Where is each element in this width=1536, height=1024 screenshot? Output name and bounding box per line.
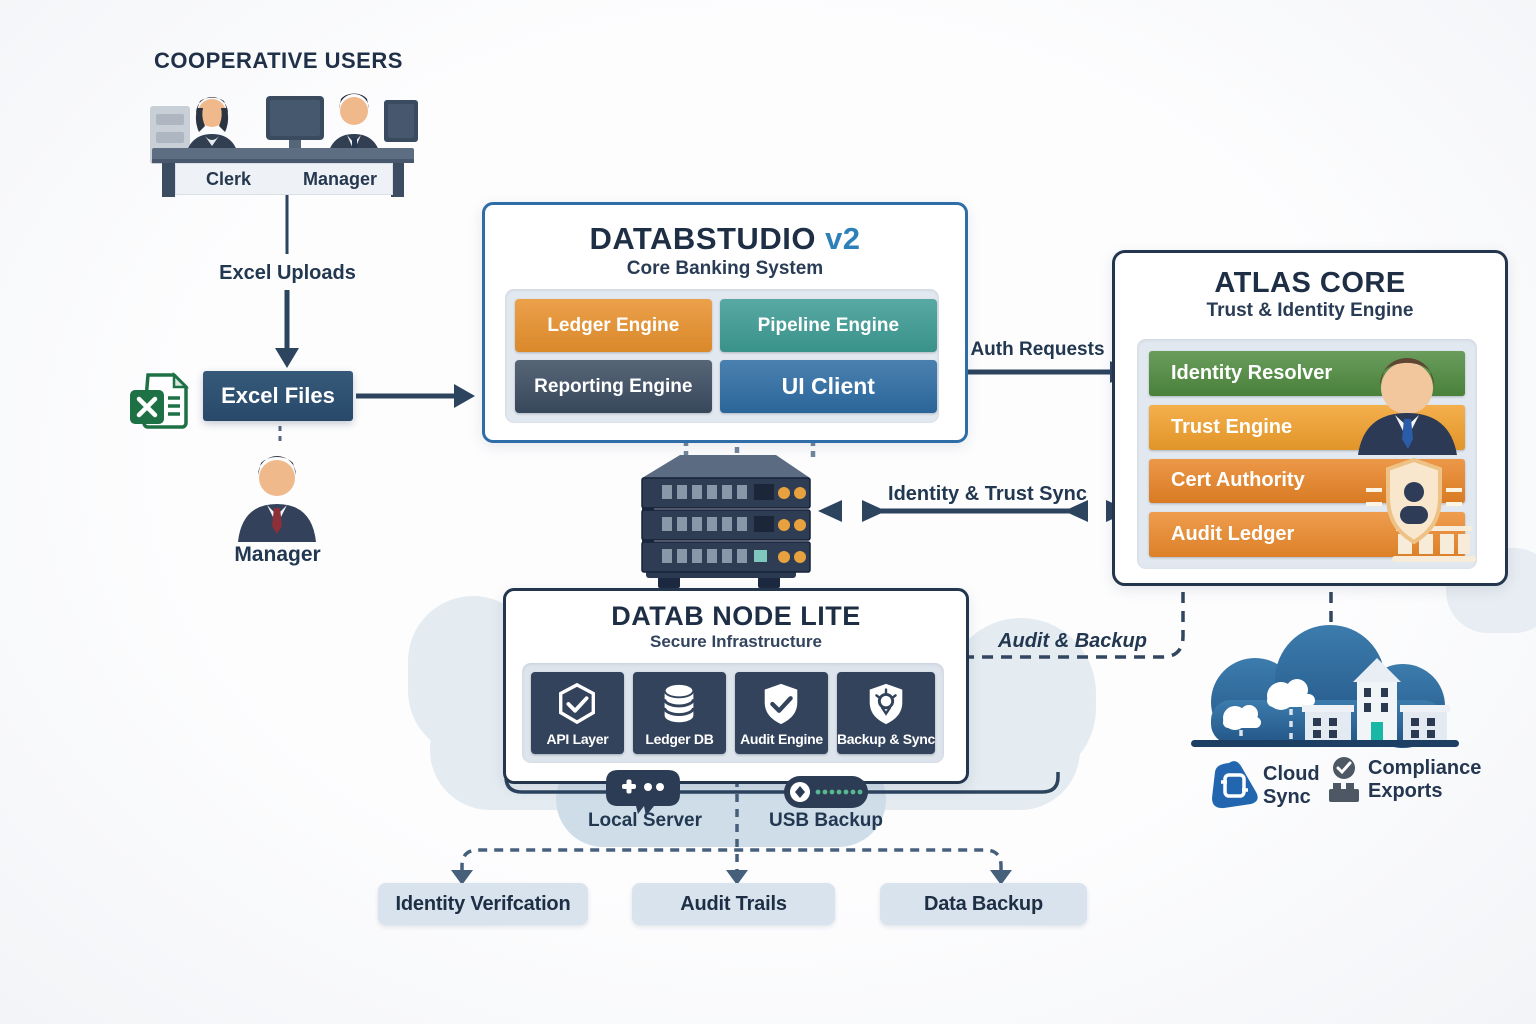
node-module-label: API Layer [546,731,609,747]
role-clerk-label: Clerk [206,168,252,189]
output-data-backup: Data Backup [880,883,1087,925]
role-manager-label: Manager [303,168,378,189]
datab-node-lite-box: DATAB NODE LITE Secure Infrastructure AP… [503,588,969,784]
excel-files-label: Excel Files [221,383,335,408]
shield-check-icon [765,683,798,725]
databstudio-subtitle: Core Banking System [626,258,824,279]
databstudio-title: DATABSTUDIO v2 [485,221,965,257]
connector-audit-backup [962,592,1185,659]
output-label: Identity Verifcation [395,892,571,915]
compliance-line1: Compliance [1368,757,1482,779]
databstudio-title-text: DATABSTUDIO [589,221,816,256]
node-module-label: Audit Engine [740,731,823,747]
manager-label: Manager [234,543,321,566]
usb-backup-icon [784,776,868,808]
shield-sync-icon [869,683,903,725]
desk-scene-illustration [150,93,418,197]
audit-backup-label: Audit & Backup [998,630,1147,652]
excel-uploads-label: Excel Uploads [219,262,356,284]
manager-figure [238,456,316,542]
desk-name-panel: Clerk Manager [175,163,393,195]
identity-trust-sync-label: Identity & Trust Sync [888,483,1087,505]
ledger-building-icon [1392,526,1476,562]
module-pipeline-engine: Pipeline Engine [719,299,937,352]
output-label: Audit Trails [680,892,787,915]
node-module-audit-engine: Audit Engine [734,672,828,754]
compliance-exports-label: Compliance Exports [1368,757,1481,803]
cloud-sync-icon [1212,761,1258,809]
auth-requests-label: Auth Requests [970,339,1105,360]
usb-backup-label: USB Backup [768,810,884,831]
atlas-title: ATLAS CORE [1214,267,1406,299]
databstudio-version: v2 [825,221,861,256]
server-stack-icon [641,455,811,588]
node-subtitle: Secure Infrastructure [650,632,822,651]
excel-file-icon [130,372,190,429]
databstudio-panel: Ledger Engine Pipeline Engine Reporting … [505,289,939,423]
cooperative-users-heading: COOPERATIVE USERS [154,48,403,73]
local-server-label: Local Server [587,810,703,831]
node-title-text: DATAB [611,601,705,631]
cloud-sync-label: Cloud Sync [1263,763,1320,809]
cloud-sync-line1: Cloud [1263,763,1320,785]
node-title-rest: NODE LITE [712,601,861,631]
atlas-subtitle: Trust & Identity Engine [1206,300,1414,321]
node-module-api-layer: API Layer [531,672,624,754]
module-reporting-engine: Reporting Engine [515,360,712,413]
connector-output-branch [460,848,1003,872]
cloud-sync-line2: Sync [1263,786,1311,808]
output-audit-trails: Audit Trails [632,883,835,925]
excel-files-box: Excel Files [203,371,353,421]
local-server-icon [606,770,680,816]
module-ui-client: UI Client [719,360,937,413]
identity-avatar-icon [1358,358,1457,455]
node-title: DATAB NODE LITE [506,601,966,632]
database-icon [663,682,696,723]
compliance-line2: Exports [1368,780,1443,802]
node-module-label: Backup & Sync [836,731,935,747]
cert-shield-icon [1366,458,1462,545]
node-module-label: Ledger DB [645,731,714,747]
module-ledger-engine: Ledger Engine [515,299,712,352]
node-module-backup-sync: Backup & Sync [836,672,935,754]
hexagon-check-icon [559,682,596,725]
node-module-ledger-db: Ledger DB [632,672,726,754]
node-panel: API Layer Ledger DB Audit Engine [522,663,944,763]
connector-node-bracket [504,772,1060,794]
compliance-exports-icon [1329,757,1359,802]
databstudio-box: DATABSTUDIO v2 Core Banking System Ledge… [482,202,968,443]
cloud-city-illustration [1191,625,1459,748]
output-label: Data Backup [924,892,1043,915]
output-identity-verification: Identity Verifcation [378,883,588,925]
